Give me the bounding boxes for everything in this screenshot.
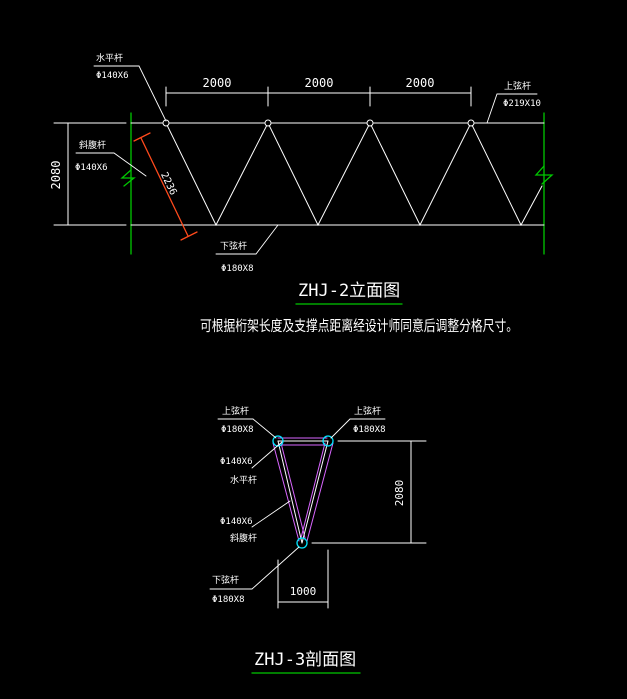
right-break-mark: [534, 165, 554, 185]
section-top-chord-left-spec: Φ180X8: [221, 425, 254, 435]
section-top-chord-right-label: 上弦杆: [354, 405, 381, 417]
section-right-diagonal: [306, 442, 334, 542]
section-title: ZHJ-3剖面图: [254, 650, 356, 670]
section-bottom-chord-label: 下弦杆: [212, 574, 239, 586]
top-node: [467, 119, 475, 127]
section-horizontal-bar-spec: Φ140X6: [220, 457, 253, 467]
left-break-mark: [120, 169, 136, 187]
elevation-note: 可根据桁架长度及支撑点距离经设计师同意后调整分格尺寸。: [200, 317, 518, 335]
section-top-chord-left-leader: [217, 418, 277, 439]
diagonal-dimension-tick: [180, 231, 198, 241]
section-height-dimension: 2080: [393, 480, 406, 507]
section-horizontal-bar-leader: [251, 441, 283, 469]
section-left-diagonal: [280, 442, 306, 539]
bay-2-dimension: 2000: [305, 76, 334, 90]
section-bottom-chord-leader: [209, 546, 300, 590]
top-node: [366, 119, 374, 127]
bay-3-dimension: 2000: [406, 76, 435, 90]
section-top-chord-left-label: 上弦杆: [222, 405, 249, 417]
section-top-chord-right-leader: [330, 418, 386, 439]
bottom-chord-label: 下弦杆: [220, 240, 247, 252]
diagonal-label: 斜腹杆: [79, 139, 106, 151]
top-chord-label: 上弦杆: [504, 80, 531, 92]
top-node: [264, 119, 272, 127]
height-dimension: 2080: [49, 161, 63, 190]
bottom-chord-leader: [215, 224, 279, 255]
bay-1-dimension: 2000: [203, 76, 232, 90]
section-top-chord-right: [322, 435, 334, 447]
elevation-title: ZHJ-2立面图: [298, 281, 400, 301]
section-top-chord-right-spec: Φ180X8: [353, 425, 386, 435]
section-bottom-chord: [296, 537, 308, 549]
horizontal-bar-leader: [93, 65, 167, 122]
section-bottom-chord-spec: Φ180X8: [212, 595, 245, 605]
bottom-chord-spec: Φ180X8: [221, 264, 254, 274]
diagonal-spec: Φ140X6: [75, 163, 108, 173]
section-centerline: [301, 440, 329, 544]
section-diagonal-spec: Φ140X6: [220, 517, 253, 527]
top-chord-spec: Φ219X10: [503, 99, 541, 109]
section-right-diagonal: [300, 442, 326, 539]
diagonal-dimension-line: [140, 137, 189, 237]
section-horizontal-bar-label: 水平杆: [230, 474, 257, 486]
section-centerline: [277, 440, 303, 544]
section-view: 2080 1000 上弦杆 Φ180X8 上弦杆 Φ180X8 Φ140X6 水…: [209, 405, 427, 674]
diagonal-leader: [75, 152, 147, 177]
section-width-dimension: 1000: [290, 585, 317, 598]
section-diagonal-leader: [251, 500, 291, 528]
horizontal-bar-spec: Φ140X6: [96, 71, 129, 81]
section-left-diagonal: [272, 442, 300, 542]
top-chord-leader: [486, 93, 538, 124]
section-diagonal-label: 斜腹杆: [230, 532, 257, 544]
horizontal-bar-label: 水平杆: [96, 52, 123, 64]
diagonal-dimension-tick: [133, 132, 151, 142]
